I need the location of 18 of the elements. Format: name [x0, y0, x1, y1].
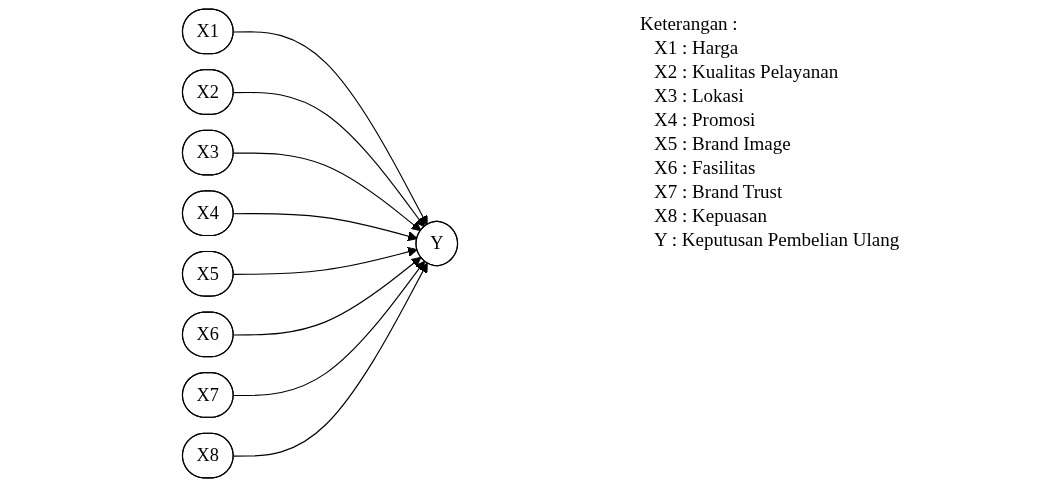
- arrow: [233, 213, 418, 242]
- arrow: [233, 256, 422, 336]
- key-entry: X5 : Brand Image: [653, 132, 792, 156]
- key-entry: Y : Keputusan Pembelian Ulang: [653, 228, 900, 252]
- arrow: [233, 152, 422, 232]
- arrow: [233, 262, 428, 457]
- key-entry: X3 : Lokasi: [653, 84, 745, 108]
- key-heading: Keterangan :: [640, 12, 739, 36]
- arrow: [233, 31, 428, 226]
- key-entry: X6 : Fasilitas: [653, 156, 757, 180]
- arrow: [233, 246, 418, 275]
- key-entry: X8 : Kepuasan: [653, 204, 768, 228]
- key-entry: X7 : Brand Trust: [653, 180, 784, 204]
- arrow: [233, 91, 426, 228]
- key-entry: X2 : Kualitas Pelayanan: [653, 60, 840, 84]
- arrow: [233, 260, 426, 397]
- key-entry: X4 : Promosi: [653, 108, 757, 132]
- key-entry: X1 : Harga: [653, 36, 740, 60]
